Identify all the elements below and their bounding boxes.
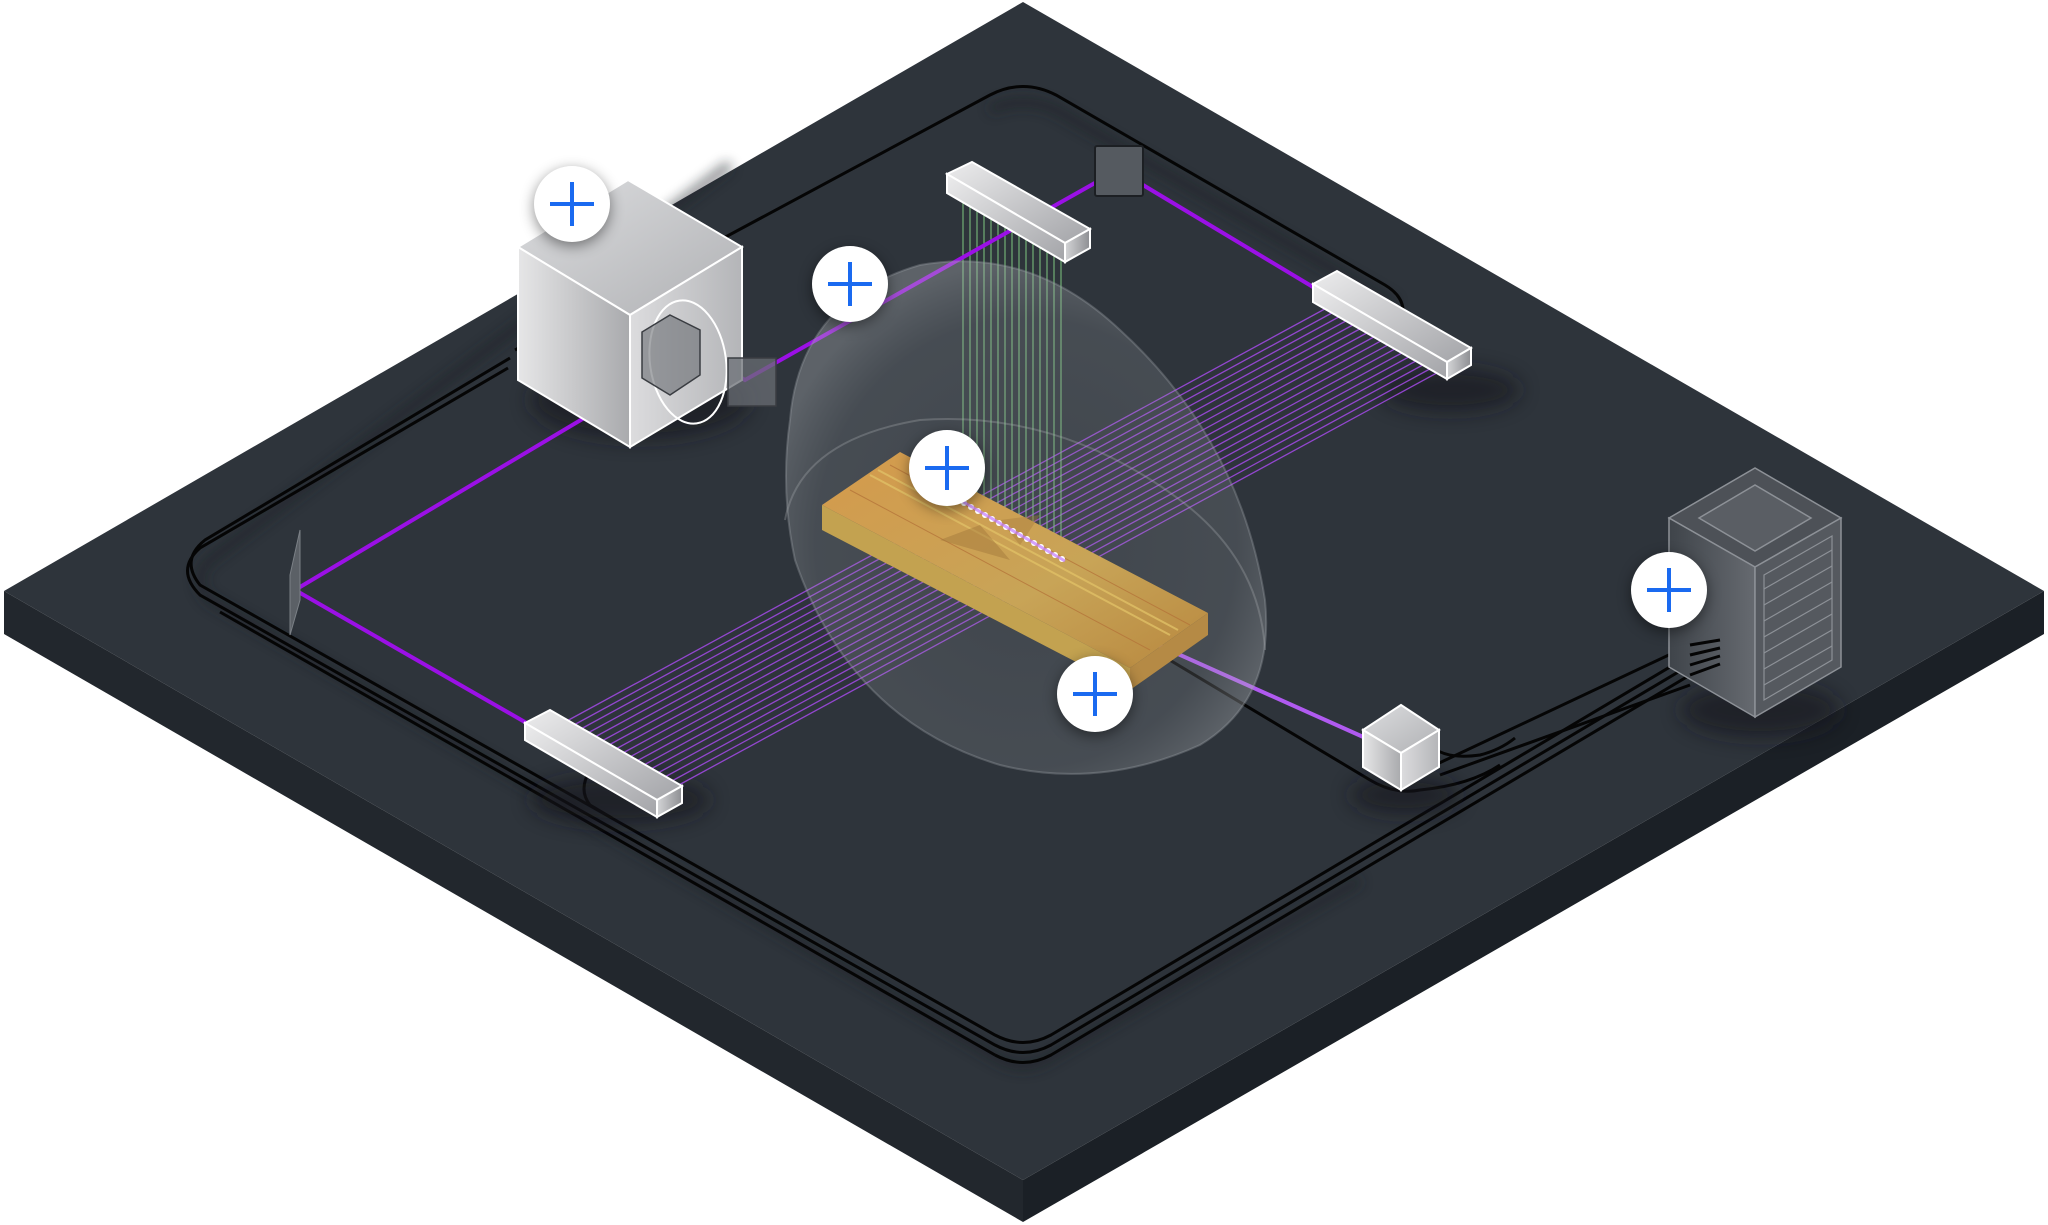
plus-icon bbox=[1667, 568, 1671, 612]
atom-array-beam bbox=[959, 498, 1066, 563]
beam-splitter-cube bbox=[641, 314, 701, 396]
cable-channel-shadow bbox=[195, 97, 1398, 1071]
hotspot-laser-source-button[interactable]: + bbox=[534, 166, 610, 242]
board-right-side bbox=[1023, 591, 2044, 1222]
plus-icon bbox=[1093, 672, 1097, 716]
left-prism-mirror bbox=[289, 529, 301, 636]
plus-icon bbox=[945, 446, 949, 490]
hotspot-optics-button[interactable]: + bbox=[812, 246, 888, 322]
plus-icon bbox=[570, 182, 574, 226]
top-aod-bar bbox=[944, 160, 1093, 264]
detector-cube bbox=[1361, 703, 1441, 792]
plus-icon bbox=[848, 262, 852, 306]
board-left-side bbox=[4, 591, 1023, 1222]
cable-top bbox=[514, 85, 1405, 352]
hotspot-control-server-button[interactable]: + bbox=[1631, 552, 1707, 628]
cable-detector-out bbox=[1428, 736, 1516, 758]
right-aod-bar bbox=[1310, 269, 1473, 381]
hotspot-atom-array-button[interactable]: + bbox=[909, 430, 985, 506]
hotspot-vacuum-chamber-button[interactable]: + bbox=[1057, 656, 1133, 732]
top-mirror bbox=[1094, 145, 1144, 197]
beam-splitter-mirror bbox=[727, 357, 777, 407]
lower-left-aod-bar bbox=[522, 708, 685, 819]
